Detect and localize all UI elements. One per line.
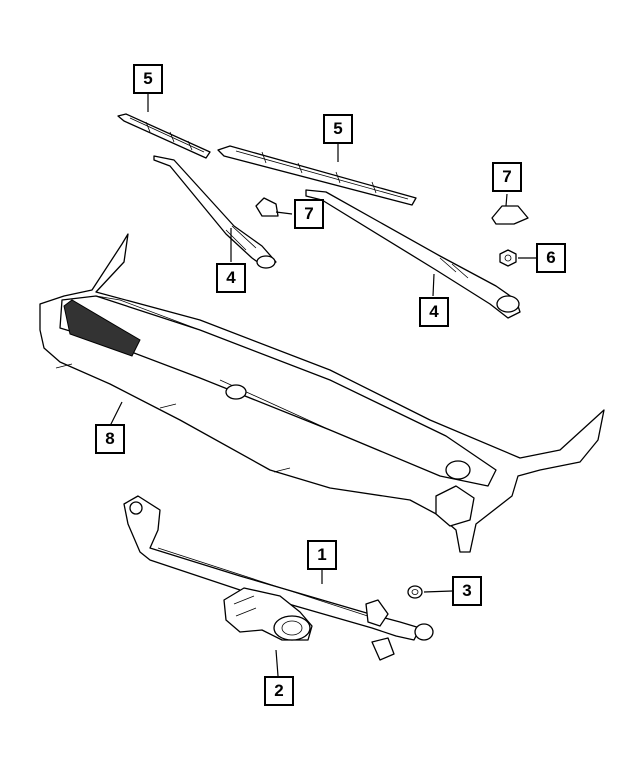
arm-cap-left (255, 197, 279, 217)
wiper-motor (223, 587, 313, 641)
wiper-blade-left (117, 113, 211, 159)
arm-nut (499, 249, 517, 267)
callout-3-grommet: 3 (452, 576, 482, 606)
callout-4-left-arm: 4 (216, 263, 246, 293)
callout-5-left-blade: 5 (133, 64, 163, 94)
arm-cap-right (491, 205, 529, 225)
wiper-arm-left (153, 155, 277, 269)
callout-7-right-cap: 7 (492, 162, 522, 192)
callout-1-linkage: 1 (307, 540, 337, 570)
wiper-blade-right (217, 145, 417, 206)
leader-lines (109, 92, 536, 677)
wiper-arm-right (305, 189, 521, 319)
callout-6-nut: 6 (536, 243, 566, 273)
wiper-linkage (123, 495, 434, 661)
callout-2-motor: 2 (264, 676, 294, 706)
cowl-panel (39, 233, 605, 553)
grommet (407, 585, 423, 599)
callout-5-right-blade: 5 (323, 114, 353, 144)
callout-7-left-cap: 7 (294, 199, 324, 229)
callout-4-right-arm: 4 (419, 297, 449, 327)
callout-8-cowl: 8 (95, 424, 125, 454)
